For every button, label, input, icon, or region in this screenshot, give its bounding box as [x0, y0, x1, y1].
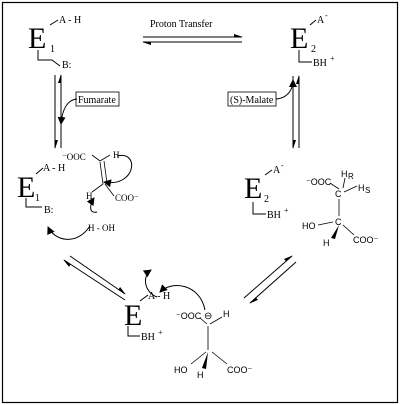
- hydroxyl-group: HO: [302, 221, 316, 231]
- acid-bond: [35, 167, 44, 175]
- hydrogen-r: H: [341, 169, 348, 179]
- fumarate-binding-arrows: [54, 74, 62, 149]
- carboxylate-right: COO⁻: [115, 193, 139, 203]
- enzyme-state-3: E 1 A - H B:: [17, 163, 65, 216]
- acid-charge: -: [281, 161, 284, 170]
- carbanion-charge: ⊖: [204, 311, 212, 322]
- hydrogen-r-sub: R: [348, 172, 354, 181]
- malate-release-arrows: [292, 75, 300, 149]
- malate-molecule: ⁻OOC C H R H S C HO H COO⁻: [302, 169, 379, 248]
- carboxylate-left: ⁻OOC: [62, 152, 86, 162]
- base-bond: [252, 202, 266, 215]
- acid-charge: -: [325, 11, 328, 20]
- fumarate-molecule: ⁻OOC H H COO⁻ H - OH: [62, 150, 139, 233]
- base-bond: [298, 50, 312, 63]
- acid-bond: [139, 294, 149, 302]
- carboxylate-right: COO⁻: [227, 365, 253, 375]
- hydrogen-top: H: [113, 150, 120, 160]
- hydration-equilibrium-arrows: [63, 255, 126, 301]
- enzyme-subscript: 2: [264, 194, 269, 205]
- base-group: BH: [141, 332, 155, 343]
- acid-bond: [264, 169, 273, 176]
- acid-bond: [49, 19, 59, 26]
- malate-label: (S)-Malate: [230, 95, 274, 106]
- enzyme-letter: E: [124, 299, 142, 332]
- enzyme-subscript: 1: [35, 193, 40, 204]
- double-bond: [99, 161, 104, 185]
- acid-group: A: [273, 165, 281, 176]
- hydrogen: H: [323, 238, 330, 248]
- base-group: BH: [313, 58, 327, 69]
- hydrogen-s: H: [358, 183, 365, 193]
- fumarate-entry-curve: [57, 98, 78, 125]
- carbanion-intermediate-molecule: ⁻OOC ⊖ H HO H COO⁻: [174, 309, 253, 380]
- base-charge: +: [330, 54, 335, 63]
- hydroxyl-group: HO: [174, 365, 188, 375]
- enzyme-subscript: 2: [311, 44, 316, 55]
- proton-transfer-equilibrium-arrows: [142, 34, 243, 45]
- base-charge: +: [158, 328, 163, 337]
- carbon-lower: C: [335, 217, 342, 227]
- base-group: BH: [267, 210, 281, 221]
- base-charge: +: [284, 206, 289, 215]
- enzyme-state-5: E A - H BH +: [124, 291, 170, 343]
- carbon-upper: C: [335, 189, 342, 199]
- malate-exit-curve: [275, 79, 297, 100]
- enzyme-state-2: E 2 A - BH +: [290, 11, 335, 69]
- acid-group: A: [317, 15, 325, 26]
- fumarate-label: Fumarate: [78, 95, 116, 106]
- proton-transfer-label: Proton Transfer: [150, 19, 213, 30]
- water-molecule: H - OH: [88, 223, 115, 233]
- hydrogen-bottom: H: [197, 370, 204, 380]
- electron-push-arrows-fumarate: [47, 154, 133, 240]
- carboxylate-left: ⁻OOC: [176, 311, 202, 321]
- enzyme-letter: E: [28, 22, 46, 55]
- enzyme-state-1: E 1 A - H B:: [28, 15, 81, 71]
- base-group: B:: [44, 205, 53, 216]
- enzyme-state-4: E 2 A - BH +: [244, 161, 289, 221]
- enzyme-letter: E: [17, 171, 35, 204]
- acid-group: A - H: [148, 291, 170, 302]
- enzyme-subscript: 1: [50, 44, 55, 55]
- base-bond: [25, 198, 42, 208]
- acid-bond: [309, 19, 317, 26]
- base-bond: [37, 50, 61, 67]
- enzyme-letter: E: [290, 22, 308, 55]
- carboxylate-right: COO⁻: [353, 235, 379, 245]
- protonation-equilibrium-arrows: [243, 255, 297, 304]
- base-bond: [127, 326, 140, 337]
- acid-group: A - H: [43, 163, 65, 174]
- hydrogen-s-sub: S: [365, 186, 370, 195]
- wedge-bond: [202, 352, 208, 369]
- enzyme-letter: E: [244, 172, 262, 205]
- hydrogen-bottom: H: [86, 191, 93, 201]
- acid-group: A - H: [59, 15, 81, 26]
- electron-push-arrows-intermediate: [142, 269, 206, 311]
- base-group: B:: [62, 60, 71, 71]
- hydrogen-top: H: [223, 309, 230, 319]
- carboxylate-left: ⁻OOC: [306, 177, 332, 187]
- wedge-bond: [331, 225, 339, 239]
